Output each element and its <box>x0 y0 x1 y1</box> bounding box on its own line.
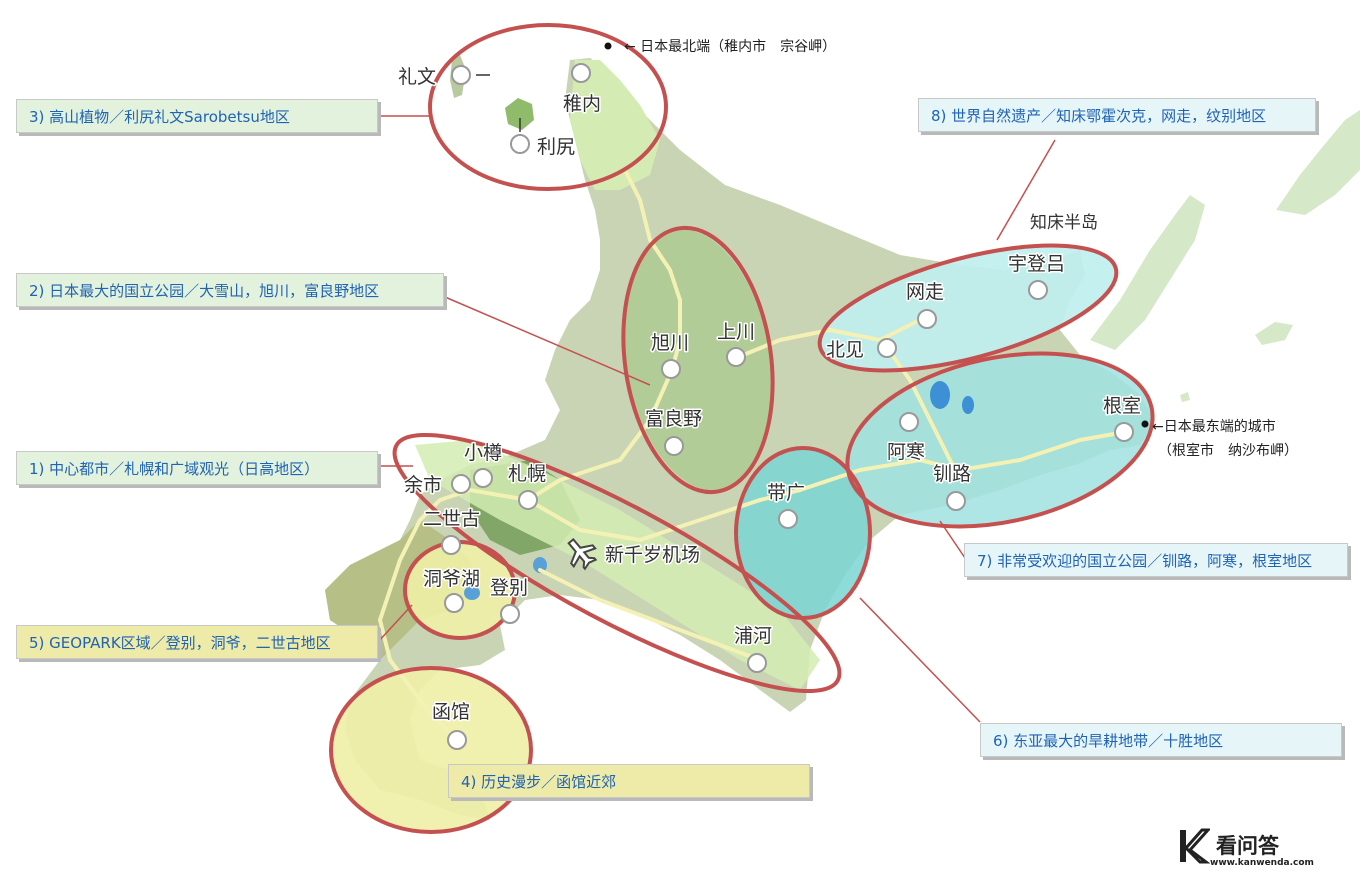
marker-rebun[interactable] <box>451 65 471 85</box>
region-label-1[interactable]: 1) 中心都市／札幌和广域观光（日高地区） <box>16 451 378 485</box>
highlight-hakodate <box>333 670 529 830</box>
east-tip-note-2: （根室市 纳沙布岬） <box>1158 442 1298 459</box>
marker-urakawa[interactable] <box>747 653 767 673</box>
kuril-island <box>1276 110 1360 215</box>
marker-kamikawa[interactable] <box>726 347 746 367</box>
marker-wakkanai[interactable] <box>571 63 591 83</box>
marker-hakodate[interactable] <box>447 730 467 750</box>
logo-k-icon <box>1180 828 1212 864</box>
city-label-wakkanai: 稚内 <box>563 93 601 115</box>
city-label-rishiri: 利尻 <box>537 136 575 158</box>
region-label-8[interactable]: 8) 世界自然遗产／知床鄂霍次克，网走，纹别地区 <box>918 98 1316 132</box>
small-island <box>1180 392 1190 402</box>
city-label-kitami: 北见 <box>826 339 864 361</box>
marker-otaru[interactable] <box>473 468 493 488</box>
city-label-akan: 阿寒 <box>887 441 925 463</box>
city-label-abashiri: 网走 <box>906 281 944 303</box>
highlight-daisetsu <box>623 229 773 491</box>
east-tip-dot <box>1141 420 1149 428</box>
north-tip-dot <box>604 42 612 50</box>
logo-name: 看问答 <box>1216 834 1279 858</box>
shiretoko-peninsula-label: 知床半岛 <box>1030 213 1098 233</box>
kunashiri-island <box>1090 195 1205 350</box>
ring-north <box>428 23 668 191</box>
logo-url: www.kanwenda.com <box>1210 858 1314 868</box>
city-label-nemuro: 根室 <box>1103 395 1141 417</box>
marker-furano[interactable] <box>664 436 684 456</box>
north-tip-note: ← 日本最北端（稚内市 宗谷岬） <box>624 38 836 55</box>
ring-sapporo <box>392 432 842 694</box>
region-rings <box>329 23 1155 834</box>
ring-daisetsu <box>621 225 775 495</box>
highlight-north <box>570 60 660 190</box>
city-label-utoro: 宇登吕 <box>1008 253 1065 275</box>
marker-toyako[interactable] <box>444 593 464 613</box>
city-label-rebun: 礼文 <box>398 66 436 88</box>
region-label-3[interactable]: 3) 高山植物／利尻礼文Sarobetsu地区 <box>16 99 378 133</box>
city-markers <box>441 63 1134 750</box>
marker-asahikawa[interactable] <box>661 359 681 379</box>
highlight-kushiro <box>849 355 1151 525</box>
city-label-noboribetsu: 登别 <box>490 577 528 599</box>
city-label-kushiro: 钏路 <box>933 463 971 485</box>
marker-nemuro[interactable] <box>1114 422 1134 442</box>
ring-shiretoko <box>817 243 1119 373</box>
highlight-shiretoko <box>820 245 1116 371</box>
city-label-niseko: 二世古 <box>423 508 480 530</box>
region-label-7[interactable]: 7) 非常受欢迎的国立公园／钏路，阿寒，根室地区 <box>964 543 1348 577</box>
rishiri-island <box>505 98 534 130</box>
marker-yoichi[interactable] <box>451 474 471 494</box>
ring-kushiro <box>845 351 1155 529</box>
city-label-otaru: 小樽 <box>464 442 502 464</box>
region-label-4[interactable]: 4) 历史漫步／函馆近郊 <box>448 764 810 798</box>
marker-noboribetsu[interactable] <box>500 604 520 624</box>
highlight-central <box>415 440 820 690</box>
shikotan-island <box>1255 322 1293 345</box>
lake-akan <box>930 381 950 409</box>
city-label-furano: 富良野 <box>645 408 702 430</box>
airplane-icon <box>567 537 598 571</box>
leader-lines <box>377 115 1056 781</box>
marker-akan[interactable] <box>899 412 919 432</box>
city-label-hakodate: 函馆 <box>432 701 470 723</box>
city-label-obihiro: 带广 <box>767 482 805 504</box>
city-label-airport: 新千岁机场 <box>605 544 700 566</box>
city-label-asahikawa: 旭川 <box>651 332 689 354</box>
city-label-yoichi: 余市 <box>404 474 442 496</box>
lake-shikotsu <box>533 557 547 573</box>
marker-sapporo[interactable] <box>518 490 538 510</box>
lake-toya <box>464 586 480 600</box>
lake-kussharo <box>962 396 974 414</box>
city-label-sapporo: 札幌 <box>508 463 546 485</box>
city-label-toyako: 洞爷湖 <box>423 568 480 590</box>
ring-tokachi <box>734 446 872 620</box>
marker-kushiro[interactable] <box>946 491 966 511</box>
highlight-toya <box>405 543 515 637</box>
marker-niseko[interactable] <box>441 535 461 555</box>
ring-hakodate <box>329 666 533 834</box>
region-label-6[interactable]: 6) 东亚最大的旱耕地带／十胜地区 <box>980 723 1342 757</box>
region-label-5[interactable]: 5) GEOPARK区域／登别，洞爷，二世古地区 <box>16 625 378 659</box>
kanwenda-logo: 看问答 www.kanwenda.com <box>1176 826 1326 870</box>
marker-abashiri[interactable] <box>917 309 937 329</box>
marker-rishiri[interactable] <box>510 134 530 154</box>
marker-utoro[interactable] <box>1028 280 1048 300</box>
city-label-kamikawa: 上川 <box>717 321 755 343</box>
city-label-urakawa: 浦河 <box>734 625 772 647</box>
marker-kitami[interactable] <box>877 338 897 358</box>
highlight-tokachi <box>737 448 869 618</box>
region-label-2[interactable]: 2) 日本最大的国立公园／大雪山，旭川，富良野地区 <box>16 273 444 307</box>
east-tip-note-1: ←日本最东端的城市 <box>1152 418 1276 435</box>
marker-obihiro[interactable] <box>778 509 798 529</box>
